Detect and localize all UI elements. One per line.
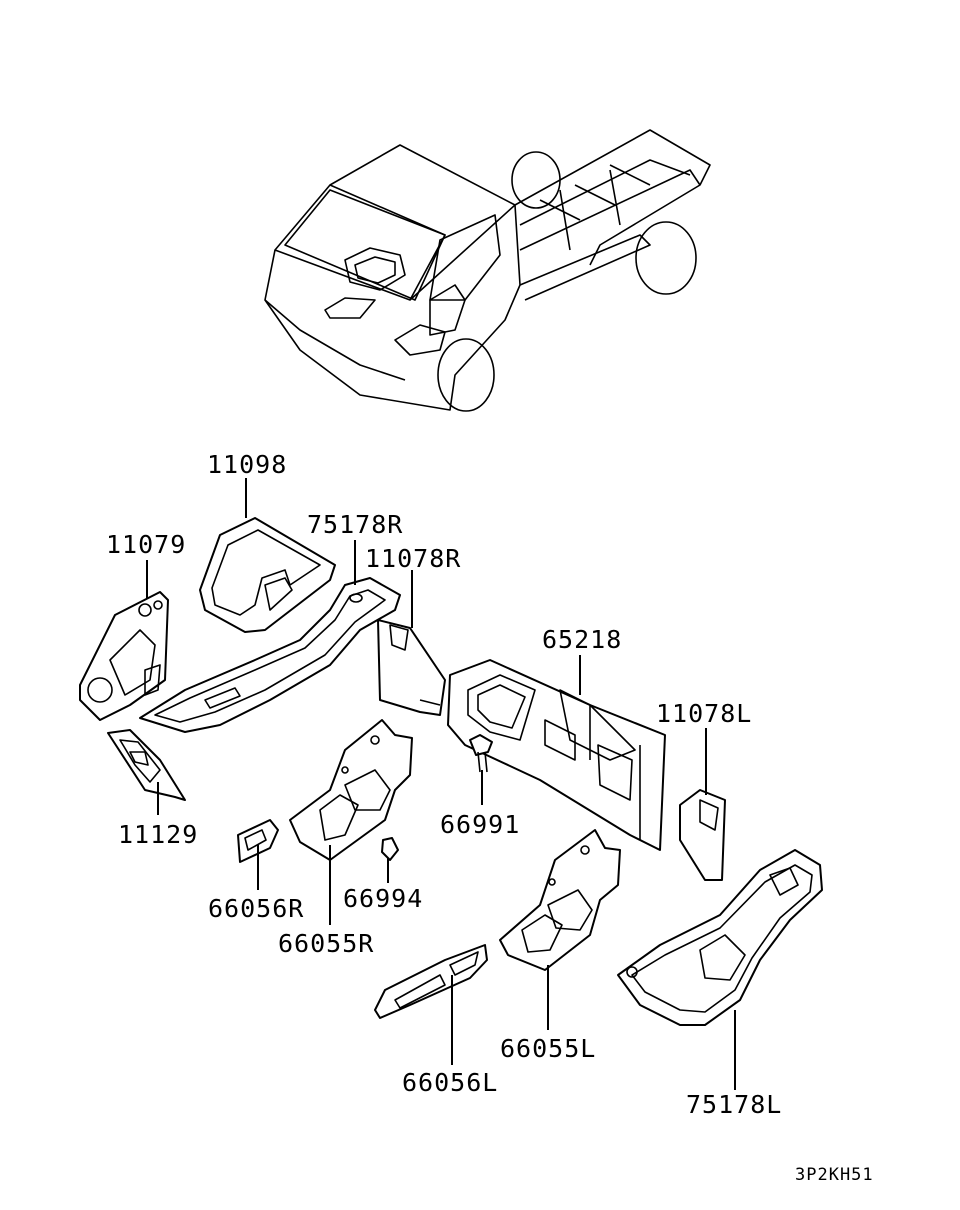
label-66056R: 66056R [208,894,304,923]
leader-lines [146,478,736,1090]
label-11129: 11129 [118,820,198,849]
label-66055R: 66055R [278,929,374,958]
part-66991-drawing [469,734,493,773]
label-11079: 11079 [106,530,186,559]
label-65218: 65218 [542,625,622,654]
part-labels: 11098 11079 75178R 11078R 65218 11078L 1… [106,450,782,1119]
label-11098: 11098 [207,450,287,479]
label-66991: 66991 [440,810,520,839]
label-75178R: 75178R [307,510,403,539]
part-11078L-drawing [679,789,726,881]
label-75178L: 75178L [686,1090,782,1119]
part-11129-drawing [107,729,186,801]
part-65218-drawing [447,659,666,851]
part-11079-drawing [79,591,169,721]
part-75178R-drawing [139,577,401,733]
diagram-code: 3P2KH51 [795,1165,874,1185]
part-66994-drawing [381,837,399,861]
part-11098-drawing [199,517,336,633]
label-11078R: 11078R [365,544,461,573]
label-11078L: 11078L [656,699,752,728]
part-75178L-drawing [617,849,823,1026]
label-66055L: 66055L [500,1034,596,1063]
label-66994: 66994 [343,884,423,913]
part-11078R-drawing [377,619,446,716]
part-66055L-drawing [499,829,621,971]
truck-illustration [264,129,711,412]
label-66056L: 66056L [402,1068,498,1097]
part-66056R-drawing [237,819,279,863]
part-66056L-drawing [374,944,488,1019]
part-66055R-drawing [289,719,413,861]
